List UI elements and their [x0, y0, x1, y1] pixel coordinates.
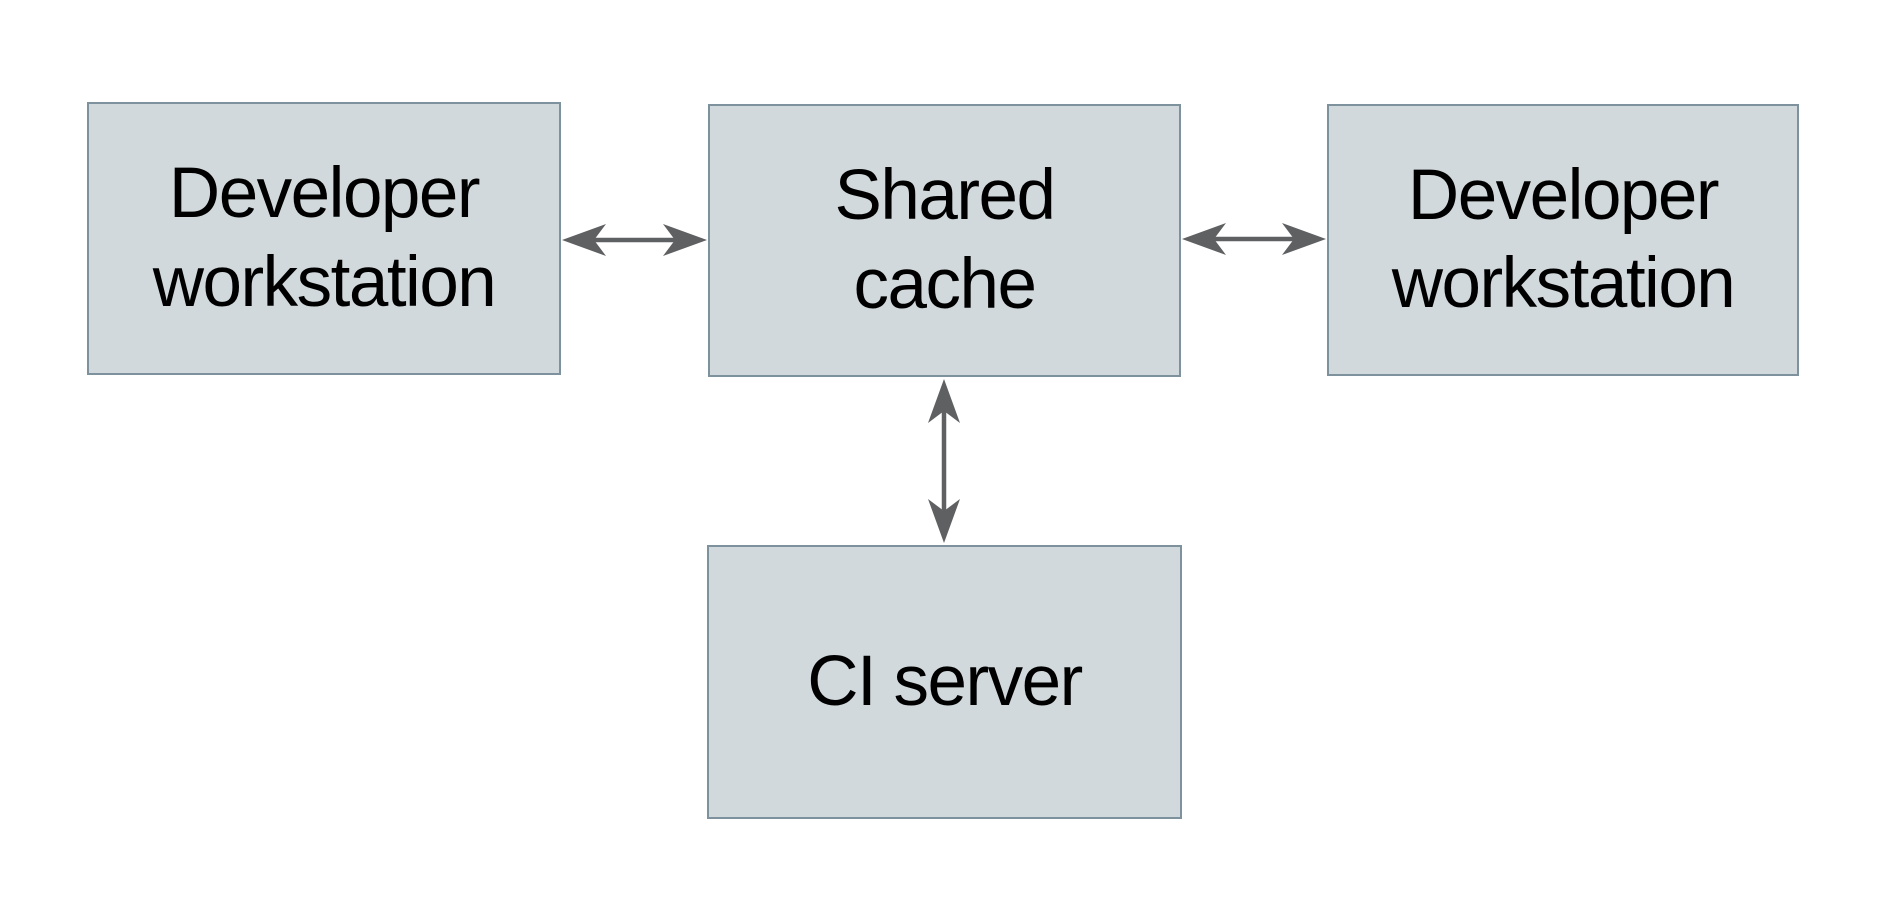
double-arrow-workstation-left-shared-cache: [561, 218, 708, 262]
double-arrow-shared-cache-workstation-right: [1181, 217, 1327, 261]
node-label-line: Shared: [834, 156, 1056, 236]
node-ci-server: CI server: [707, 545, 1182, 819]
node-label-ci-server: CI server: [807, 638, 1083, 726]
node-label-line: Developer: [1407, 155, 1720, 235]
double-arrow-shared-cache-ci-server: [922, 378, 966, 544]
node-label-developer-workstation-right: Developer workstation: [1391, 152, 1736, 328]
node-label-line: Developer: [168, 154, 481, 234]
node-label-line: workstation: [1391, 244, 1736, 323]
node-label-line: workstation: [152, 242, 497, 322]
double-arrow-icon: [562, 224, 707, 256]
double-arrow-icon: [1182, 223, 1326, 255]
node-label-line: cache: [853, 244, 1037, 324]
node-developer-workstation-right: Developer workstation: [1327, 104, 1799, 376]
node-label-line: CI server: [807, 641, 1083, 721]
double-arrow-icon: [928, 379, 960, 543]
